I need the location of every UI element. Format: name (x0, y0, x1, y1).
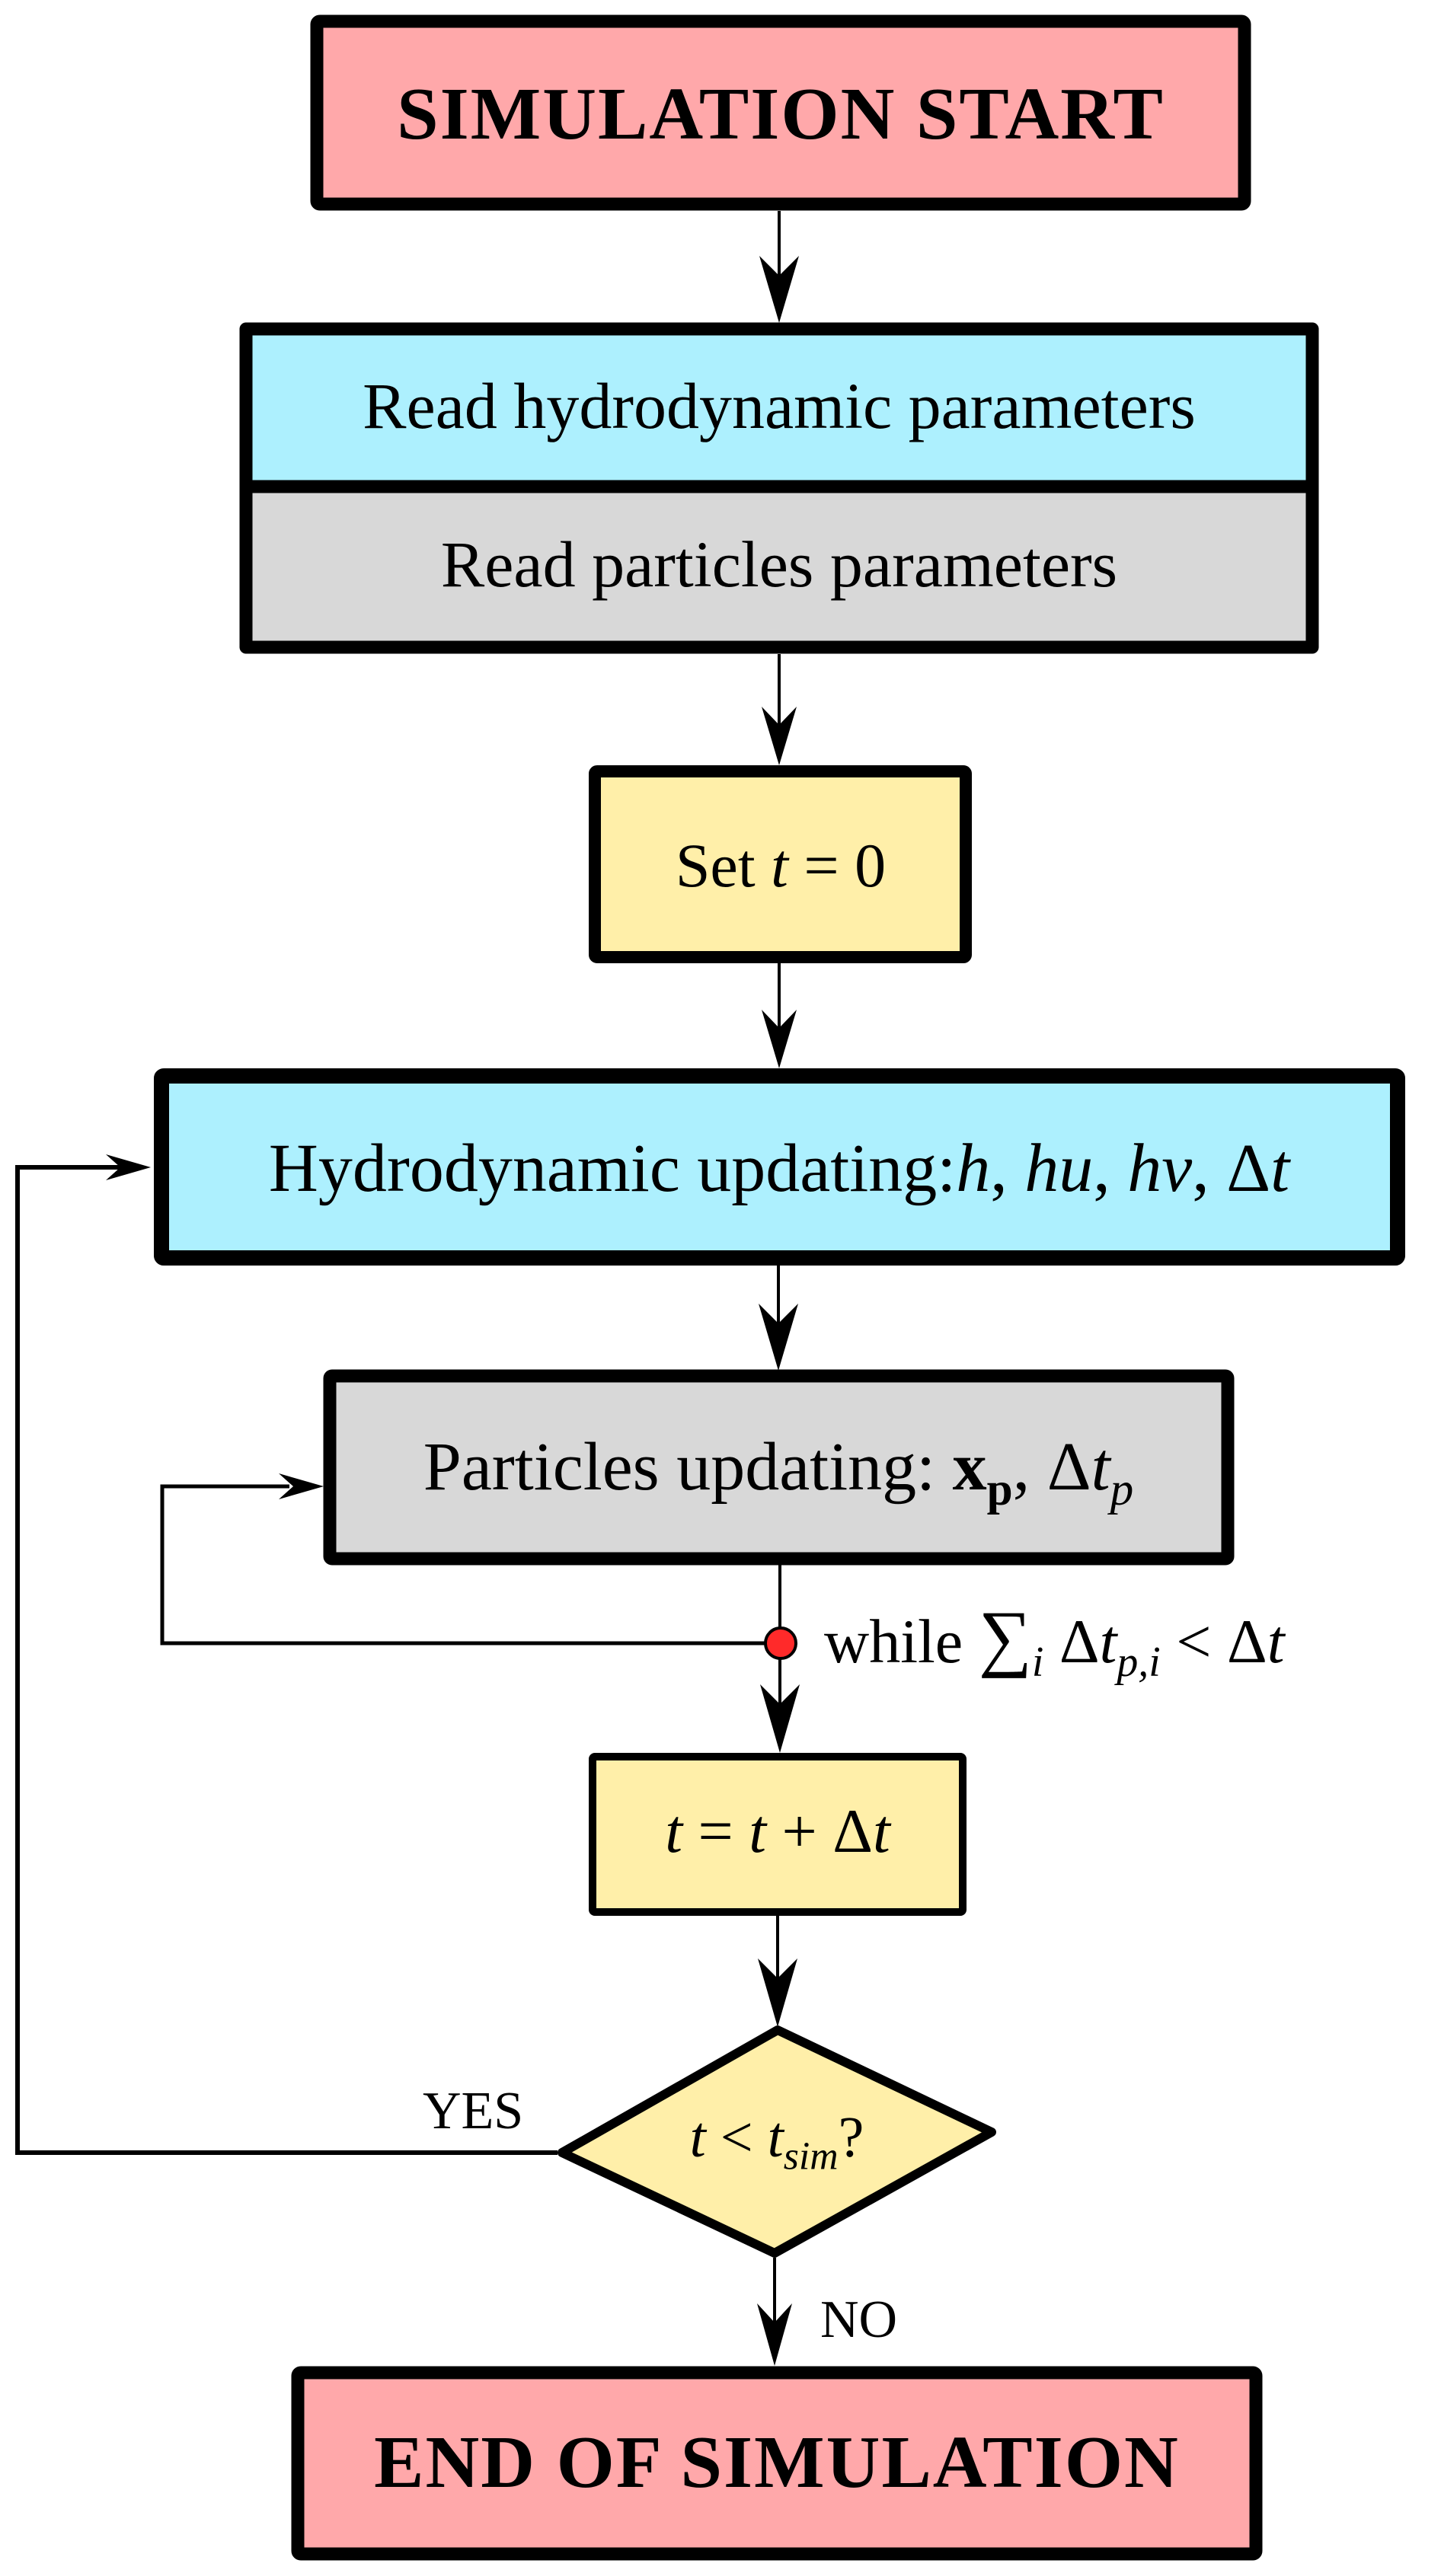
start-node (310, 14, 1251, 211)
label-segment: + Δ (766, 1796, 873, 1866)
label-segment: < (706, 2105, 768, 2169)
label-segment: , (1093, 1131, 1127, 1206)
label-segment: Particles updating: (423, 1429, 953, 1505)
label-segment: sim (784, 2135, 839, 2179)
label-segment: Δ (1043, 1607, 1099, 1676)
read-particles-label: Read particles parameters (441, 528, 1117, 601)
read-particles-section (239, 480, 1319, 654)
label-segment: x (953, 1429, 987, 1505)
start-label: SIMULATION START (397, 73, 1165, 155)
no-label: NO (820, 2290, 897, 2349)
label-segment: t (1267, 1607, 1286, 1676)
arrowheads (106, 256, 800, 2366)
arrowhead-down-icon (759, 256, 799, 323)
read-parameters-node (239, 322, 1319, 654)
inner-loop-connector (160, 1484, 780, 1646)
hydrodynamic-update-node (154, 1068, 1405, 1266)
label-segment: t (873, 1796, 892, 1866)
particles-update-node (323, 1369, 1235, 1566)
label-segment: Hydrodynamic updating: (269, 1131, 956, 1206)
end-node (291, 2366, 1263, 2561)
arrowhead-right-icon (279, 1473, 324, 1499)
loop-condition-label: while ∑i Δtp,i < Δt (824, 1596, 1286, 1686)
time-advance-label: t = t + Δt (665, 1796, 892, 1866)
label-segment: Read hydrodynamic parameters (363, 369, 1196, 442)
label-segment: i (1032, 1639, 1044, 1686)
label-segment: Set (676, 831, 771, 900)
label-segment: , (990, 1131, 1024, 1206)
outer-loop-yes-connector (15, 1165, 558, 2155)
label-segment: hu (1024, 1131, 1093, 1206)
set-time-node (589, 765, 972, 963)
label-segment: Read particles parameters (441, 528, 1117, 601)
label-segment: t (690, 2105, 708, 2169)
end-label: END OF SIMULATION (374, 2421, 1180, 2504)
read-hydro-label: Read hydrodynamic parameters (363, 369, 1196, 442)
label-segment: SIMULATION START (397, 73, 1165, 155)
label-segment: t (665, 1796, 684, 1866)
label-segment: t (1100, 1607, 1119, 1676)
arrowhead-right-icon (106, 1154, 151, 1180)
loop-marker-icon (764, 1626, 797, 1660)
arrowhead-down-icon (762, 1010, 797, 1068)
label-segment: < Δ (1161, 1607, 1267, 1676)
read-hydro-section (239, 322, 1319, 493)
label-segment: , Δ (1192, 1131, 1270, 1206)
arrowhead-down-icon (757, 2303, 792, 2366)
label-segment: h (956, 1131, 990, 1206)
decision-label: t < tsim? (690, 2105, 864, 2179)
arrowhead-down-icon (758, 1958, 797, 2027)
label-segment: t (749, 1796, 768, 1866)
hydrodynamic-update-label: Hydrodynamic updating:h, hu, hv, Δt (269, 1131, 1291, 1206)
label-segment: t (1270, 1131, 1291, 1206)
set-time-label: Set t = 0 (676, 831, 886, 900)
label-segment: p,i (1114, 1639, 1160, 1686)
time-advance-node (589, 1753, 967, 1916)
label-segment: = (682, 1796, 749, 1866)
arrowhead-down-icon (759, 1304, 798, 1371)
label-segment: , Δ (1013, 1429, 1091, 1505)
label-segment: t (771, 831, 790, 900)
label-segment: t (768, 2105, 785, 2169)
label-segment: END OF SIMULATION (374, 2421, 1180, 2504)
label-segment: p (1107, 1464, 1134, 1515)
label-segment: ∑ (979, 1596, 1032, 1679)
arrowhead-down-icon (760, 1684, 800, 1753)
label-segment: = 0 (788, 831, 886, 900)
label-segment: p (987, 1464, 1013, 1515)
decision-node (558, 2025, 996, 2258)
label-segment: while (824, 1607, 979, 1676)
label-segment: hv (1127, 1131, 1192, 1206)
arrowhead-down-icon (762, 707, 797, 765)
particles-update-label: Particles updating: xp, Δtp (423, 1429, 1133, 1515)
yes-label: YES (423, 2082, 523, 2140)
label-segment: ? (839, 2105, 864, 2169)
label-segment: t (1091, 1429, 1112, 1505)
